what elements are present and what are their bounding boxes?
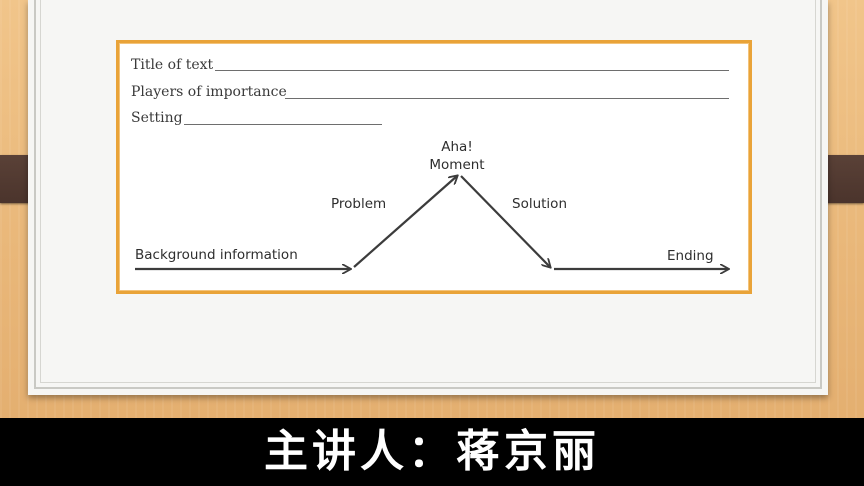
title-field-label: Title of text — [131, 57, 214, 73]
story-arc-diagram — [135, 43, 749, 291]
paper-border — [34, 0, 822, 389]
title-field-line — [215, 70, 729, 71]
players-field-label: Players of importance — [131, 84, 287, 100]
aha-label-line1: Aha! — [441, 139, 473, 155]
players-field-line — [285, 98, 729, 99]
speaker-subtitle: 主讲人：蒋京丽 — [264, 426, 600, 477]
subtitle-bar — [0, 418, 864, 486]
paper-border-inner — [40, 0, 816, 383]
ending-label: Ending — [667, 248, 714, 264]
background-label: Background information — [135, 247, 298, 263]
aha-label-line2: Moment — [429, 157, 485, 173]
solution-arrow — [460, 175, 550, 267]
problem-label: Problem — [331, 196, 387, 212]
solution-label: Solution — [512, 196, 567, 212]
setting-field-label: Setting — [131, 110, 183, 126]
plot-worksheet: Title of text Players of importance Sett… — [116, 40, 752, 294]
problem-arrow — [353, 176, 457, 268]
setting-field-line — [184, 124, 382, 125]
